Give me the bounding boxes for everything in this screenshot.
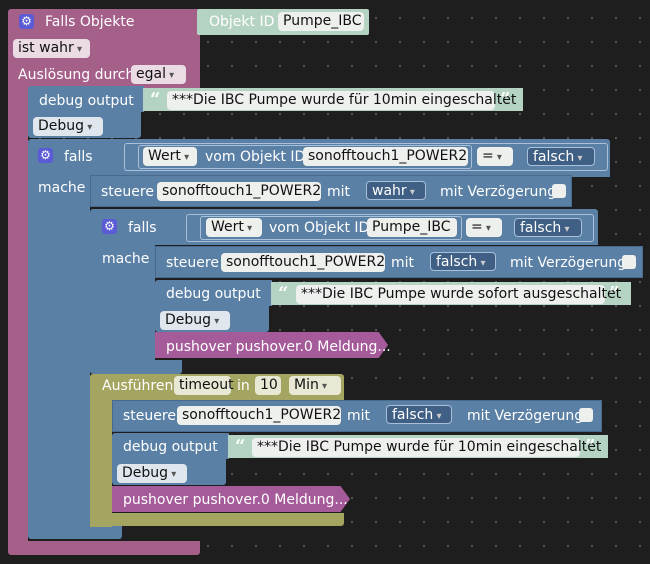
if-1-attr-dropdown[interactable]: Wert — [143, 147, 197, 166]
debug-2-text[interactable]: ***Die IBC Pumpe wurde sofort ausgeschal… — [296, 285, 621, 304]
timeout-value-field[interactable]: 10 — [255, 376, 281, 395]
if-2-value-dropdown[interactable]: falsch — [514, 218, 582, 237]
set-2-object-field[interactable]: sonofftouch1_POWER2 — [221, 253, 385, 272]
debug-1-level-dropdown[interactable]: Debug — [33, 117, 103, 136]
if-2-attr-dropdown[interactable]: Wert — [206, 218, 262, 237]
set-2-value-dropdown[interactable]: falsch — [430, 252, 496, 271]
if-block-2-spine — [90, 244, 155, 372]
close-quote-icon: ” — [585, 436, 596, 457]
gear-icon[interactable]: ⚙ — [38, 148, 53, 163]
if-2-falls-label: falls — [128, 220, 157, 236]
debug-3-text[interactable]: ***Die IBC Pumpe wurde für 10min eingesc… — [252, 438, 601, 457]
set-1-with-label: mit — [327, 184, 351, 200]
set-3-delay-label: mit Verzögerung — [467, 408, 584, 424]
if-2-object-field[interactable]: Pumpe_IBC — [367, 218, 457, 237]
condition-dropdown[interactable]: ist wahr — [13, 39, 90, 58]
timeout-block-spine — [90, 399, 112, 527]
close-quote-icon: ” — [609, 283, 620, 304]
pushover-block-2[interactable] — [112, 486, 350, 512]
set-3-delay-checkbox[interactable] — [579, 408, 593, 422]
set-1-delay-label: mit Verzögerung — [440, 184, 557, 200]
debug-2-label: debug output — [166, 286, 261, 302]
open-quote-icon: “ — [278, 283, 289, 304]
set-2-delay-label: mit Verzögerung — [510, 255, 627, 271]
timeout-block-footer — [90, 513, 344, 526]
if-block-2-footer — [90, 360, 182, 374]
if-1-mache-label: mache — [38, 180, 86, 196]
if-1-falls-label: falls — [64, 149, 93, 165]
if-block-1-footer — [28, 525, 122, 539]
if-1-value-dropdown[interactable]: falsch — [527, 147, 595, 166]
set-block-1[interactable] — [90, 175, 572, 207]
if-1-object-field[interactable]: sonofftouch1_POWER2 — [303, 147, 468, 166]
if-1-value-block[interactable] — [138, 145, 472, 169]
set-3-with-label: mit — [347, 408, 371, 424]
object-id-label: Objekt ID — [209, 14, 275, 30]
debug-3-level-dropdown[interactable]: Debug — [117, 464, 187, 483]
object-id-field[interactable]: Pumpe_IBC — [278, 12, 364, 31]
set-3-label: steuere — [123, 408, 176, 424]
pushover-1-label: pushover pushover.0 Meldung... — [166, 339, 391, 355]
trigger-by-dropdown[interactable]: egal — [131, 65, 186, 84]
trigger-title: Falls Objekte — [45, 14, 135, 30]
if-1-of-object-label: vom Objekt ID — [205, 149, 306, 165]
if-2-condition-block[interactable] — [186, 214, 594, 242]
if-1-condition-block[interactable] — [124, 143, 608, 171]
set-2-with-label: mit — [391, 255, 415, 271]
debug-3-label: debug output — [123, 439, 218, 455]
gear-icon[interactable]: ⚙ — [102, 219, 117, 234]
set-3-value-dropdown[interactable]: falsch — [386, 405, 452, 424]
open-quote-icon: “ — [235, 436, 246, 457]
if-2-value-block[interactable] — [200, 216, 462, 240]
trigger-block-spine — [8, 86, 28, 544]
if-block-1-spine — [28, 176, 90, 531]
if-2-operator-dropdown[interactable]: = — [466, 218, 502, 237]
debug-1-text[interactable]: ***Die IBC Pumpe wurde für 10min eingesc… — [167, 91, 516, 110]
trigger-block-footer — [8, 541, 200, 555]
close-quote-icon: ” — [500, 89, 511, 110]
timeout-label: Ausführen — [102, 378, 174, 394]
if-2-of-object-label: vom Objekt ID — [269, 220, 370, 236]
pushover-2-label: pushover pushover.0 Meldung... — [123, 492, 348, 508]
timeout-name-field[interactable]: timeout — [174, 376, 234, 395]
open-quote-icon: “ — [150, 89, 161, 110]
set-2-delay-checkbox[interactable] — [622, 255, 636, 269]
timeout-unit-dropdown[interactable]: Min — [289, 376, 341, 395]
set-3-object-field[interactable]: sonofftouch1_POWER2 — [177, 406, 341, 425]
gear-icon[interactable]: ⚙ — [19, 14, 34, 29]
debug-1-label: debug output — [39, 93, 134, 109]
debug-2-level-dropdown[interactable]: Debug — [160, 311, 230, 330]
debug-1-text-tab — [138, 86, 144, 112]
set-1-label: steuere — [101, 184, 154, 200]
set-1-delay-checkbox[interactable] — [552, 184, 566, 198]
set-1-value-dropdown[interactable]: wahr — [366, 181, 426, 200]
set-1-object-field[interactable]: sonofftouch1_POWER2 — [157, 182, 321, 201]
timeout-in-label: in — [237, 378, 250, 394]
pushover-block-1[interactable] — [155, 332, 388, 358]
trigger-by-label: Auslösung durch — [18, 67, 135, 83]
debug-3-text-tab — [223, 433, 229, 459]
debug-2-text-tab — [266, 280, 272, 306]
set-2-label: steuere — [166, 255, 219, 271]
if-2-mache-label: mache — [102, 251, 150, 267]
if-1-operator-dropdown[interactable]: = — [477, 147, 513, 166]
